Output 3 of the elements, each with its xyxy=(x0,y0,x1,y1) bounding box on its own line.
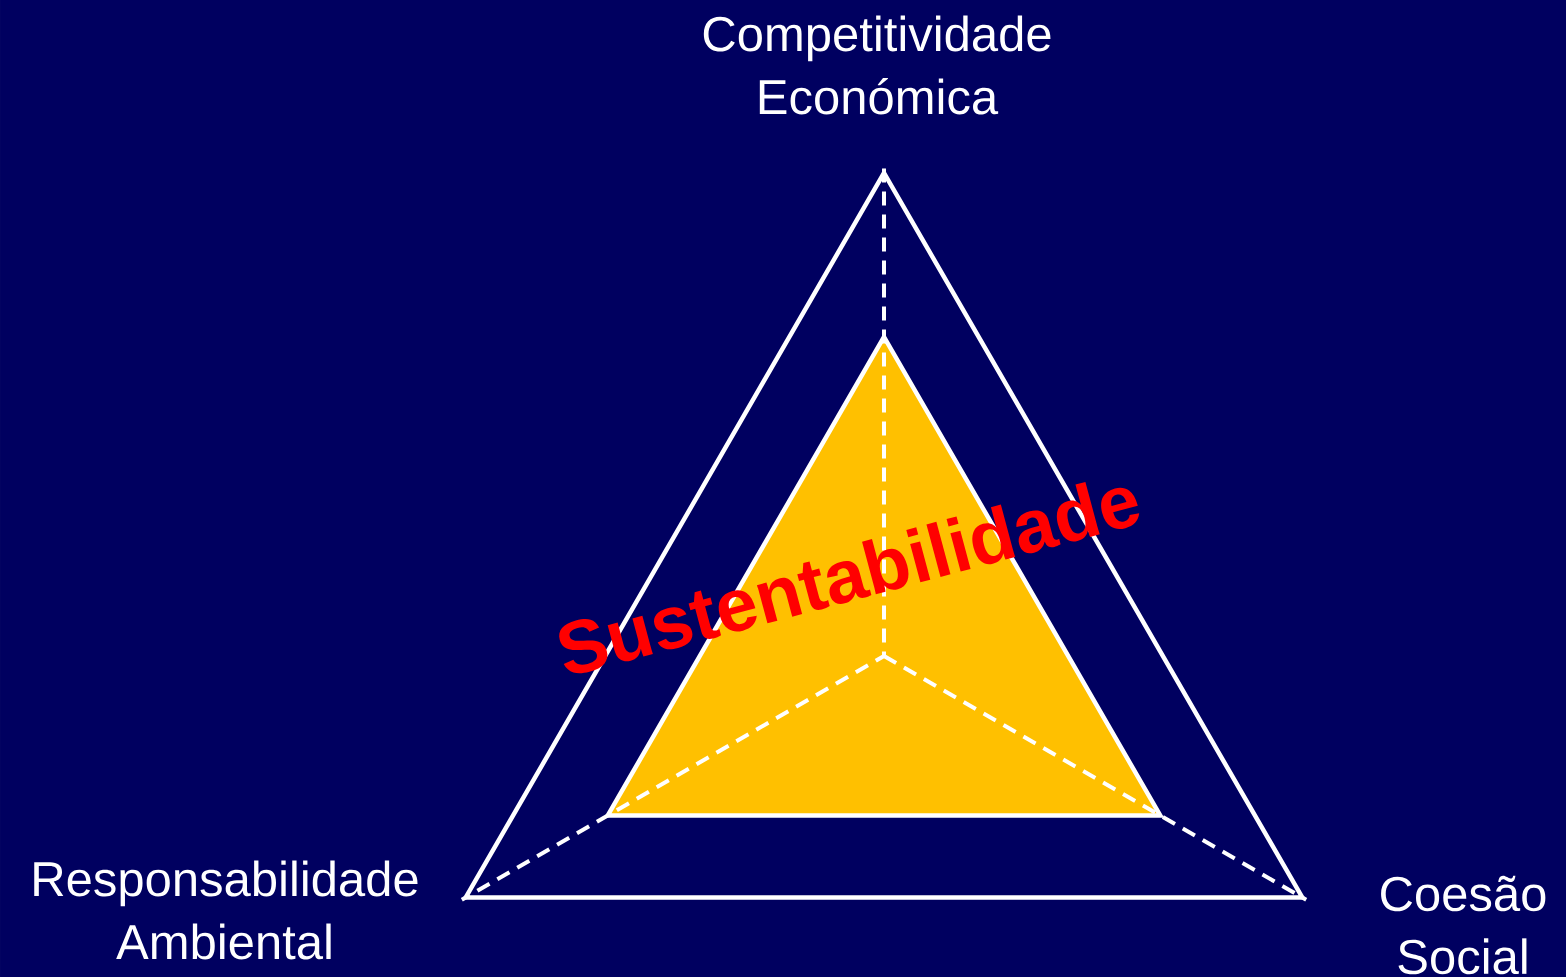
axis-label: Responsabilidade Ambiental xyxy=(34,860,418,960)
axis-label: Competitividade Económica xyxy=(703,15,1051,115)
axis-label: Coesão Social xyxy=(1381,875,1546,975)
